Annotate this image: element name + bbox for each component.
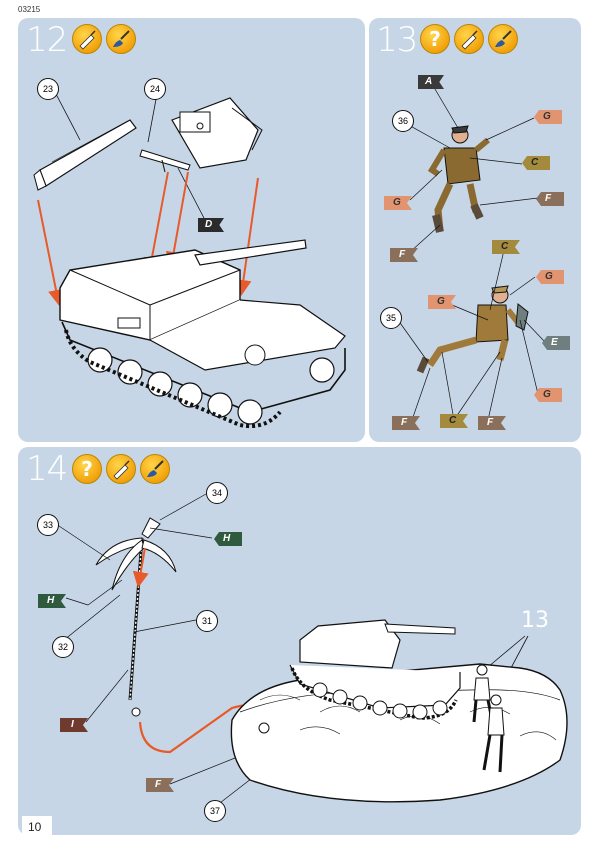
part-callout-33: 33 — [37, 514, 59, 536]
glue-icon — [72, 24, 102, 54]
palm-tree — [95, 517, 177, 717]
part-23-plate — [33, 119, 137, 191]
figure-36 — [427, 125, 490, 233]
tank-roadwheels-step12 — [64, 329, 335, 429]
color-flag-C: C — [492, 240, 520, 254]
question-icon: ? — [72, 454, 102, 484]
part-callout-37: 37 — [204, 800, 226, 822]
color-flag-F: F — [392, 416, 420, 430]
part-24-bracket — [139, 149, 191, 173]
color-flag-F: F — [478, 416, 506, 430]
part-callout-31: 31 — [196, 610, 218, 632]
gun-shield-assembly — [171, 97, 263, 169]
glue-icon — [106, 454, 136, 484]
figure-35 — [416, 285, 529, 374]
part-callout-23: 23 — [37, 78, 59, 100]
question-icon: ? — [420, 24, 450, 54]
step-12-panel — [18, 18, 365, 442]
tank-hull-step12 — [59, 239, 346, 413]
glue-icon — [454, 24, 484, 54]
tank-on-base — [289, 619, 461, 720]
color-flag-G: G — [536, 270, 564, 284]
color-flag-D: D — [198, 218, 224, 232]
color-flag-F: F — [390, 248, 418, 262]
step-13-panel — [369, 18, 581, 442]
paint-brush-icon — [488, 24, 518, 54]
step-13-reference: 13 — [521, 608, 549, 633]
color-flag-F: F — [146, 778, 174, 792]
color-flag-H: H — [38, 594, 66, 608]
step-12-number: 12 — [26, 20, 68, 60]
part-callout-34: 34 — [206, 482, 228, 504]
step-14-number: 14 — [26, 449, 68, 489]
part-callout-32: 32 — [52, 636, 74, 658]
color-flag-C: C — [522, 156, 550, 170]
paint-brush-icon — [140, 454, 170, 484]
product-code: 03215 — [18, 5, 41, 14]
color-flag-G: G — [534, 388, 562, 402]
figures-on-base — [472, 664, 505, 773]
color-flag-C: C — [440, 414, 468, 428]
color-flag-A: A — [418, 75, 444, 89]
step-13-number: 13 — [376, 20, 418, 60]
color-flag-E: E — [542, 336, 570, 350]
color-flag-I: I — [60, 718, 88, 732]
part-callout-35: 35 — [380, 307, 402, 329]
paint-brush-icon — [106, 24, 136, 54]
part-callout-24: 24 — [144, 78, 166, 100]
color-flag-F: F — [536, 192, 564, 206]
page-number: 10 — [22, 816, 52, 838]
color-flag-H: H — [214, 532, 242, 546]
color-flag-G: G — [428, 295, 456, 309]
color-flag-G: G — [534, 110, 562, 124]
part-callout-36: 36 — [392, 110, 414, 132]
color-flag-G: G — [384, 196, 412, 210]
